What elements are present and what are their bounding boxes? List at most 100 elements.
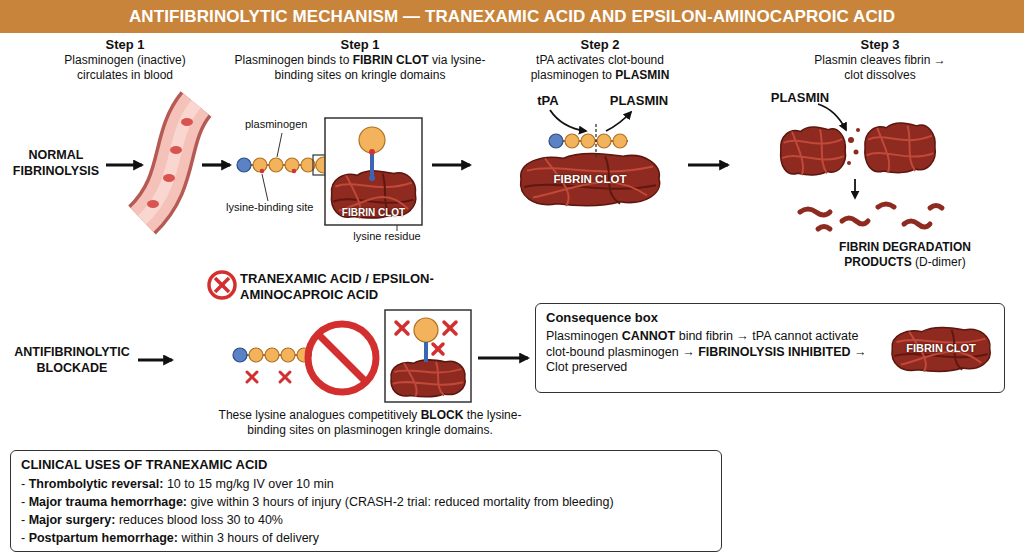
dissolving-clot — [847, 128, 860, 165]
flow-arrow — [138, 358, 172, 361]
clot-outline — [521, 153, 660, 205]
blood-vessel — [147, 200, 159, 208]
title-banner: ANTIFIBRINOLYTIC MECHANISM — TRANEXAMIC … — [0, 0, 1024, 33]
dissolving-clot — [865, 123, 935, 173]
plasminogen-molecule — [244, 164, 322, 166]
text-run: - — [21, 495, 29, 509]
text-run: PLASMIN — [610, 93, 669, 108]
inhibitor-symbol — [215, 278, 229, 292]
fibrin-clot: FIBRIN CLOT — [328, 166, 419, 222]
blocked-inset — [424, 342, 428, 362]
diagram-label: tPA — [528, 93, 568, 109]
fibrin-strand — [527, 167, 653, 172]
blocked-inset — [414, 318, 438, 342]
fibrin-fragments — [878, 204, 894, 207]
zoom-inset — [313, 118, 422, 225]
clot-bound-plasminogen — [556, 140, 628, 142]
text-run: Plasmin cleaves fibrin → clot dissolves — [814, 53, 945, 82]
fibrin-fragments — [818, 227, 830, 230]
blocked-plasminogen — [281, 348, 295, 362]
text-run: 10 to 15 mg/kg IV over 10 min — [163, 477, 333, 491]
blood-vessel — [142, 104, 196, 220]
text-run: Plasminogen — [546, 329, 622, 343]
text-run: Postpartum hemorrhage: — [29, 531, 178, 545]
box-body: - Major surgery: reduces blood loss 30 t… — [21, 513, 711, 529]
activation-arrow — [550, 110, 586, 131]
fibrin-fragments — [842, 218, 868, 224]
inhibitor-symbol — [215, 278, 229, 292]
flow-arrow — [478, 356, 528, 359]
fibrin-fragments — [904, 221, 930, 227]
clot-outline — [331, 171, 415, 218]
blood-vessel — [181, 118, 193, 126]
text-run: Plasminogen (inactive) circulates in blo… — [64, 53, 185, 82]
box-body: Plasminogen CANNOT bind fibrin → tPA can… — [546, 329, 881, 376]
text-run: - — [21, 531, 29, 545]
diagram-label: Plasmin cleaves fibrin → clot dissolves — [814, 53, 946, 83]
diagram-label: PLASMIN — [764, 90, 836, 106]
activation-arrow — [606, 112, 631, 131]
diagram-label: Step 1 — [235, 37, 485, 53]
clot-label: FIBRIN CLOT — [328, 207, 419, 220]
diagram-label: Plasminogen binds to FIBRIN CLOT via lys… — [225, 53, 495, 83]
dissolving-clot — [781, 127, 846, 175]
dissolving-clot — [848, 137, 854, 143]
diagram-label: lysine-binding site — [226, 201, 336, 215]
text-run: Consequence box — [546, 310, 658, 325]
plasminogen-molecule — [301, 158, 315, 172]
plasminogen-molecule — [237, 158, 251, 172]
diagram-label: plasminogen — [245, 118, 325, 132]
blocked-plasminogen — [233, 348, 247, 362]
zoom-inset — [313, 155, 333, 175]
fibrin-clot: FIBRIN CLOT — [515, 148, 665, 210]
text-run: Step 2 — [580, 37, 619, 52]
leader-line — [262, 174, 268, 201]
blocked-plasminogen — [247, 372, 257, 382]
text-box: CLINICAL USES OF TRANEXAMIC ACID- Thromb… — [10, 450, 722, 552]
text-run: FIBRINOLYSIS INHIBITED — [698, 345, 850, 359]
flow-arrow — [202, 163, 230, 166]
dissolving-clot — [847, 161, 851, 165]
text-run: Major surgery: — [29, 513, 116, 527]
dissolving-clot — [782, 130, 844, 176]
fibrin-clot: FIBRIN CLOT — [888, 323, 994, 375]
blood-vessel — [163, 174, 175, 182]
diagram-label: TRANEXAMIC ACID / EPSILON-AMINOCAPROIC A… — [240, 271, 458, 304]
plasminogen-molecule — [237, 157, 330, 173]
blocked-inset — [385, 310, 471, 402]
bound-plasminogen — [370, 152, 374, 178]
diagram-label: tPA activates clot-bound plasminogen to … — [515, 53, 685, 83]
blocked-plasminogen — [247, 372, 257, 382]
text-run: These lysine analogues competitively — [219, 408, 421, 422]
diagram-label: NORMAL FIBRINOLYSIS — [8, 148, 104, 179]
dissolving-clot — [781, 123, 936, 175]
diagram-label: These lysine analogues competitively BLO… — [210, 408, 530, 438]
blood-vessel — [142, 104, 196, 220]
clot-bound-plasminogen — [613, 134, 627, 148]
text-box: Consequence boxPlasminogen CANNOT bind f… — [535, 303, 1005, 393]
activation-arrow — [550, 110, 631, 131]
text-run: Step 1 — [105, 37, 144, 52]
blood-vessel — [142, 104, 196, 220]
fibrin-strand — [896, 339, 985, 343]
prohibition-sign — [308, 324, 376, 392]
bound-plasminogen — [369, 149, 375, 155]
blocked-inset — [396, 322, 456, 354]
text-run: within 3 hours of delivery — [178, 531, 319, 545]
text-run: Step 1 — [340, 37, 379, 52]
flow-arrow — [688, 163, 728, 166]
blocked-inset — [385, 310, 471, 402]
clot-bound-plasminogen — [581, 134, 595, 148]
clot-bound-plasminogen — [549, 124, 628, 158]
flow-arrow — [106, 163, 142, 166]
text-run: PLASMIN — [615, 68, 669, 82]
diagram-label: PLASMIN — [603, 93, 675, 109]
fibrin-strand — [335, 183, 411, 187]
box-body: - Major trauma hemorrhage: give within 3… — [21, 495, 711, 511]
diagram-label: ANTIFIBRINOLYTIC BLOCKADE — [8, 345, 136, 376]
blocked-inset — [393, 362, 463, 397]
text-run: Step 3 — [860, 37, 899, 52]
bound-plasminogen — [369, 175, 375, 181]
